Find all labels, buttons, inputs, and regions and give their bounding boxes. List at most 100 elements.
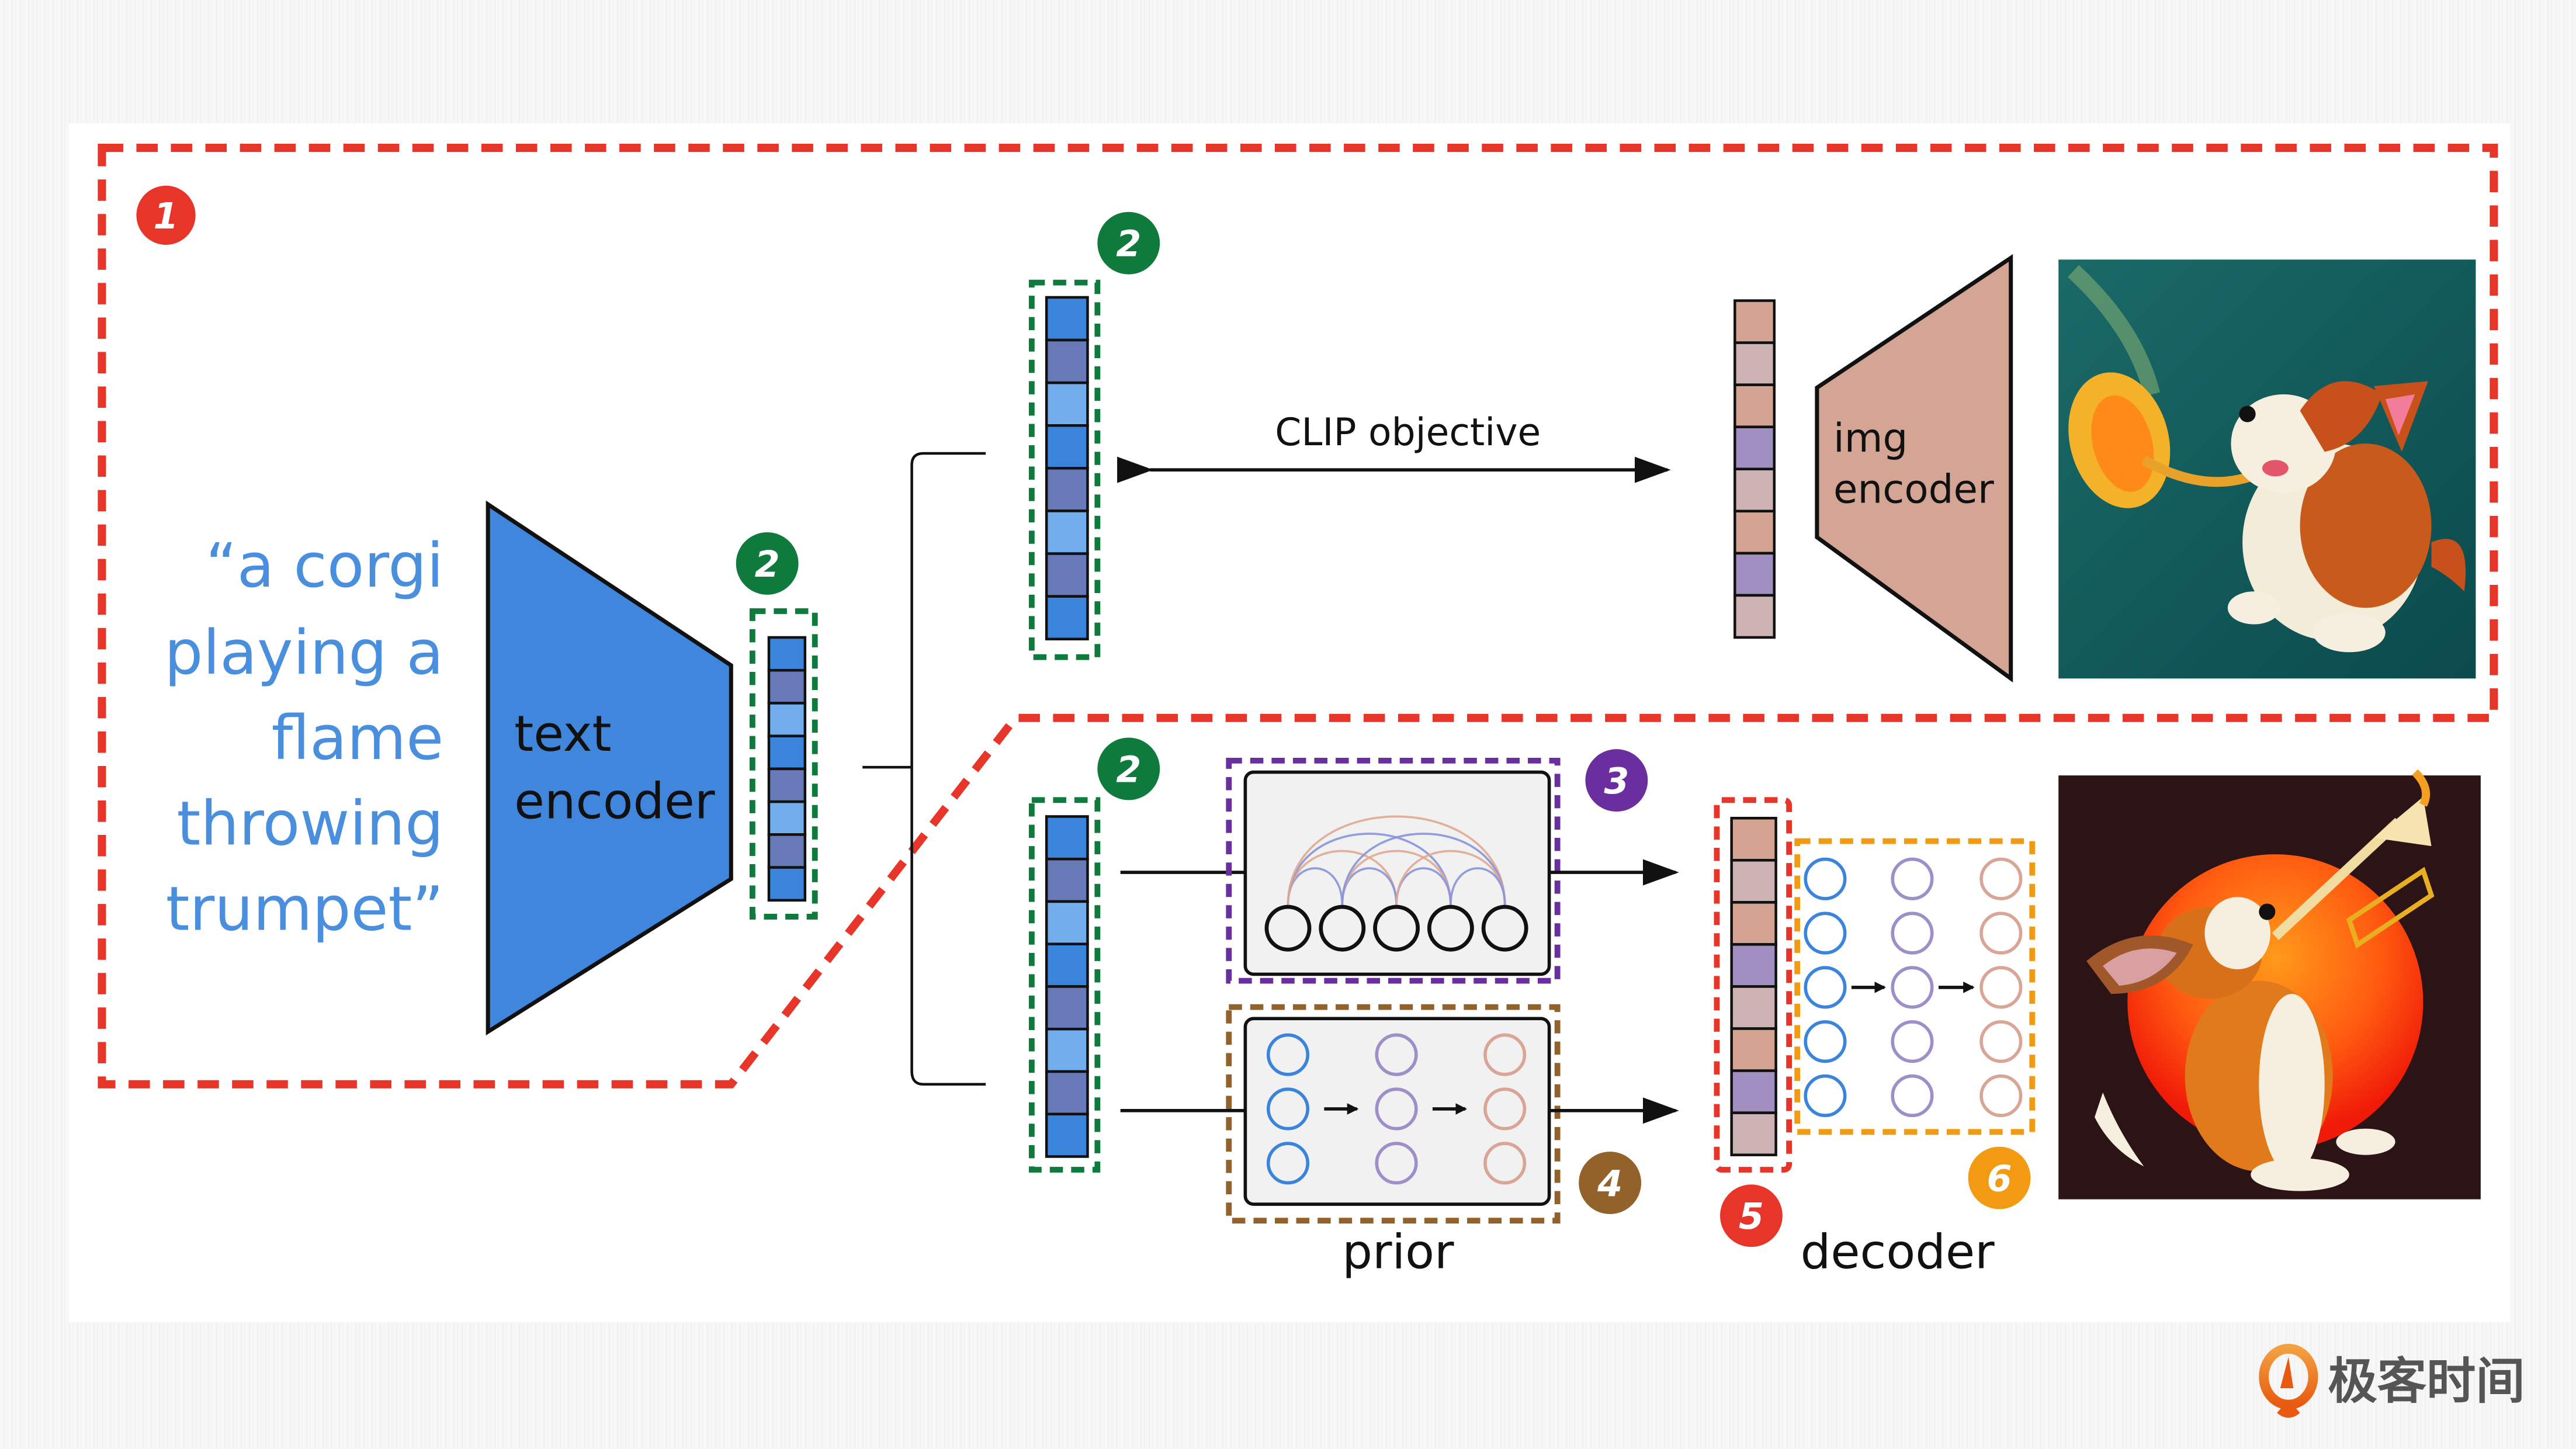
svg-text:5: 5 [1739, 1195, 1764, 1237]
geektime-logo-icon [2259, 1344, 2318, 1418]
decoder-dashed-box [1794, 838, 2036, 1135]
embedding-cell [1733, 594, 1776, 639]
attention-arc [1287, 833, 1452, 906]
text-encoder-label-2: encoder [514, 772, 715, 830]
embedding-cell [1045, 942, 1089, 988]
badge-2-bottom-embedding: 2 [1097, 737, 1160, 800]
clip-objective-label: CLIP objective [1275, 411, 1541, 455]
layer-node [1891, 1074, 1934, 1118]
svg-text:2: 2 [1116, 748, 1141, 791]
embedding-cell [1045, 857, 1089, 903]
embedding-cell [767, 866, 807, 902]
embedding-cell [1045, 595, 1089, 641]
token-node [1264, 904, 1312, 952]
embedding-cell [1730, 1111, 1777, 1156]
svg-text:2: 2 [1116, 223, 1141, 265]
embedding-cell [767, 734, 807, 771]
svg-text:6: 6 [1986, 1158, 2012, 1200]
layer-node [1891, 1020, 1934, 1063]
text-encoder: text encoder [486, 500, 733, 1036]
embedding-cell [1730, 901, 1777, 946]
layer-node [1266, 1142, 1310, 1185]
layer-node [1979, 966, 2023, 1009]
embedding-cell [1045, 900, 1089, 945]
badge-3: 3 [1585, 749, 1648, 812]
layer-node [1375, 1087, 1418, 1131]
diffusion-prior-box [1243, 1017, 1551, 1206]
embedding-cell [1045, 552, 1089, 598]
svg-text:4: 4 [1597, 1163, 1622, 1205]
layer-node [1979, 857, 2023, 900]
layer-node [1483, 1087, 1527, 1131]
embedding-cell [767, 800, 807, 836]
embedding-cell [1045, 1070, 1089, 1115]
layer-node [1804, 1074, 1847, 1118]
layer-node [1804, 857, 1847, 900]
attention-arc [1450, 867, 1506, 906]
layer-node [1891, 857, 1934, 900]
decoder-nodes [1804, 857, 2023, 1118]
decoder-image-embedding-column [1730, 817, 1777, 1156]
layer-node [1804, 966, 1847, 1009]
embedding-cell [1045, 296, 1089, 342]
layer-node [1891, 966, 1934, 1009]
top-text-embedding-column [1045, 296, 1089, 641]
embedding-cell [767, 767, 807, 803]
embedding-cell [767, 833, 807, 869]
embedding-cell [1733, 299, 1776, 344]
embedding-cell [767, 636, 807, 672]
svg-text:2: 2 [755, 543, 780, 585]
prompt-line-1: “a corgi [206, 530, 443, 601]
layer-node [1804, 1020, 1847, 1063]
token-node [1481, 904, 1528, 952]
embedding-cell [1730, 1069, 1777, 1114]
layer-node [1979, 1020, 2023, 1063]
prior-label: prior [1342, 1225, 1454, 1280]
input-corgi-image [2058, 259, 2476, 679]
image-embedding-column [1733, 299, 1776, 639]
diffusion-prior-nodes [1266, 1033, 1527, 1185]
img-encoder: img encoder [1815, 254, 2013, 683]
geektime-logo-text: 极客时间 [2328, 1353, 2525, 1410]
embedding-cell [1733, 509, 1776, 555]
layer-node [1483, 1033, 1527, 1076]
badge-2-top-embedding: 2 [1097, 212, 1160, 275]
layer-node [1891, 911, 1934, 955]
embedding-cell [1733, 383, 1776, 428]
attention-arc [1341, 833, 1506, 906]
img-encoder-label-2: encoder [1833, 466, 1994, 512]
layer-node [1979, 1074, 2023, 1118]
layer-node [1375, 1142, 1418, 1185]
embedding-cell [1045, 509, 1089, 555]
decoder-label: decoder [1801, 1225, 1995, 1280]
prompt-text: “a corgi playing a flame throwing trumpe… [164, 530, 443, 945]
embedding-cell [1045, 381, 1089, 427]
embedding-cell [767, 668, 807, 705]
embedding-cell [1045, 815, 1089, 861]
token-node [1373, 904, 1420, 952]
embedding-cell [1730, 859, 1777, 904]
bottom-text-embedding-column [1045, 815, 1089, 1158]
top-embedding-dashed-box [1028, 279, 1101, 660]
token-node [1319, 904, 1366, 952]
badge-1: 1 [136, 185, 196, 245]
layer-node [1266, 1087, 1310, 1131]
embedding-cell [767, 702, 807, 737]
text-embedding-dashed-box [749, 608, 818, 920]
autoregressive-token-nodes [1264, 904, 1528, 952]
prompt-line-4: throwing [176, 788, 443, 859]
badge-2-text-embedding: 2 [736, 532, 799, 595]
prompt-line-3: flame [272, 702, 444, 774]
layer-node [1266, 1033, 1310, 1076]
embedding-cell [1045, 1112, 1089, 1158]
badge-4: 4 [1579, 1152, 1642, 1214]
embedding-cell [1733, 341, 1776, 386]
embedding-cell [1730, 943, 1777, 988]
embedding-cell [1045, 338, 1089, 384]
prompt-line-2: playing a [164, 617, 443, 688]
embedding-cell [1733, 467, 1776, 513]
svg-text:1: 1 [154, 195, 179, 237]
badge-5: 5 [1720, 1184, 1783, 1247]
embedding-cell [1730, 817, 1777, 862]
layer-node [1483, 1142, 1527, 1185]
